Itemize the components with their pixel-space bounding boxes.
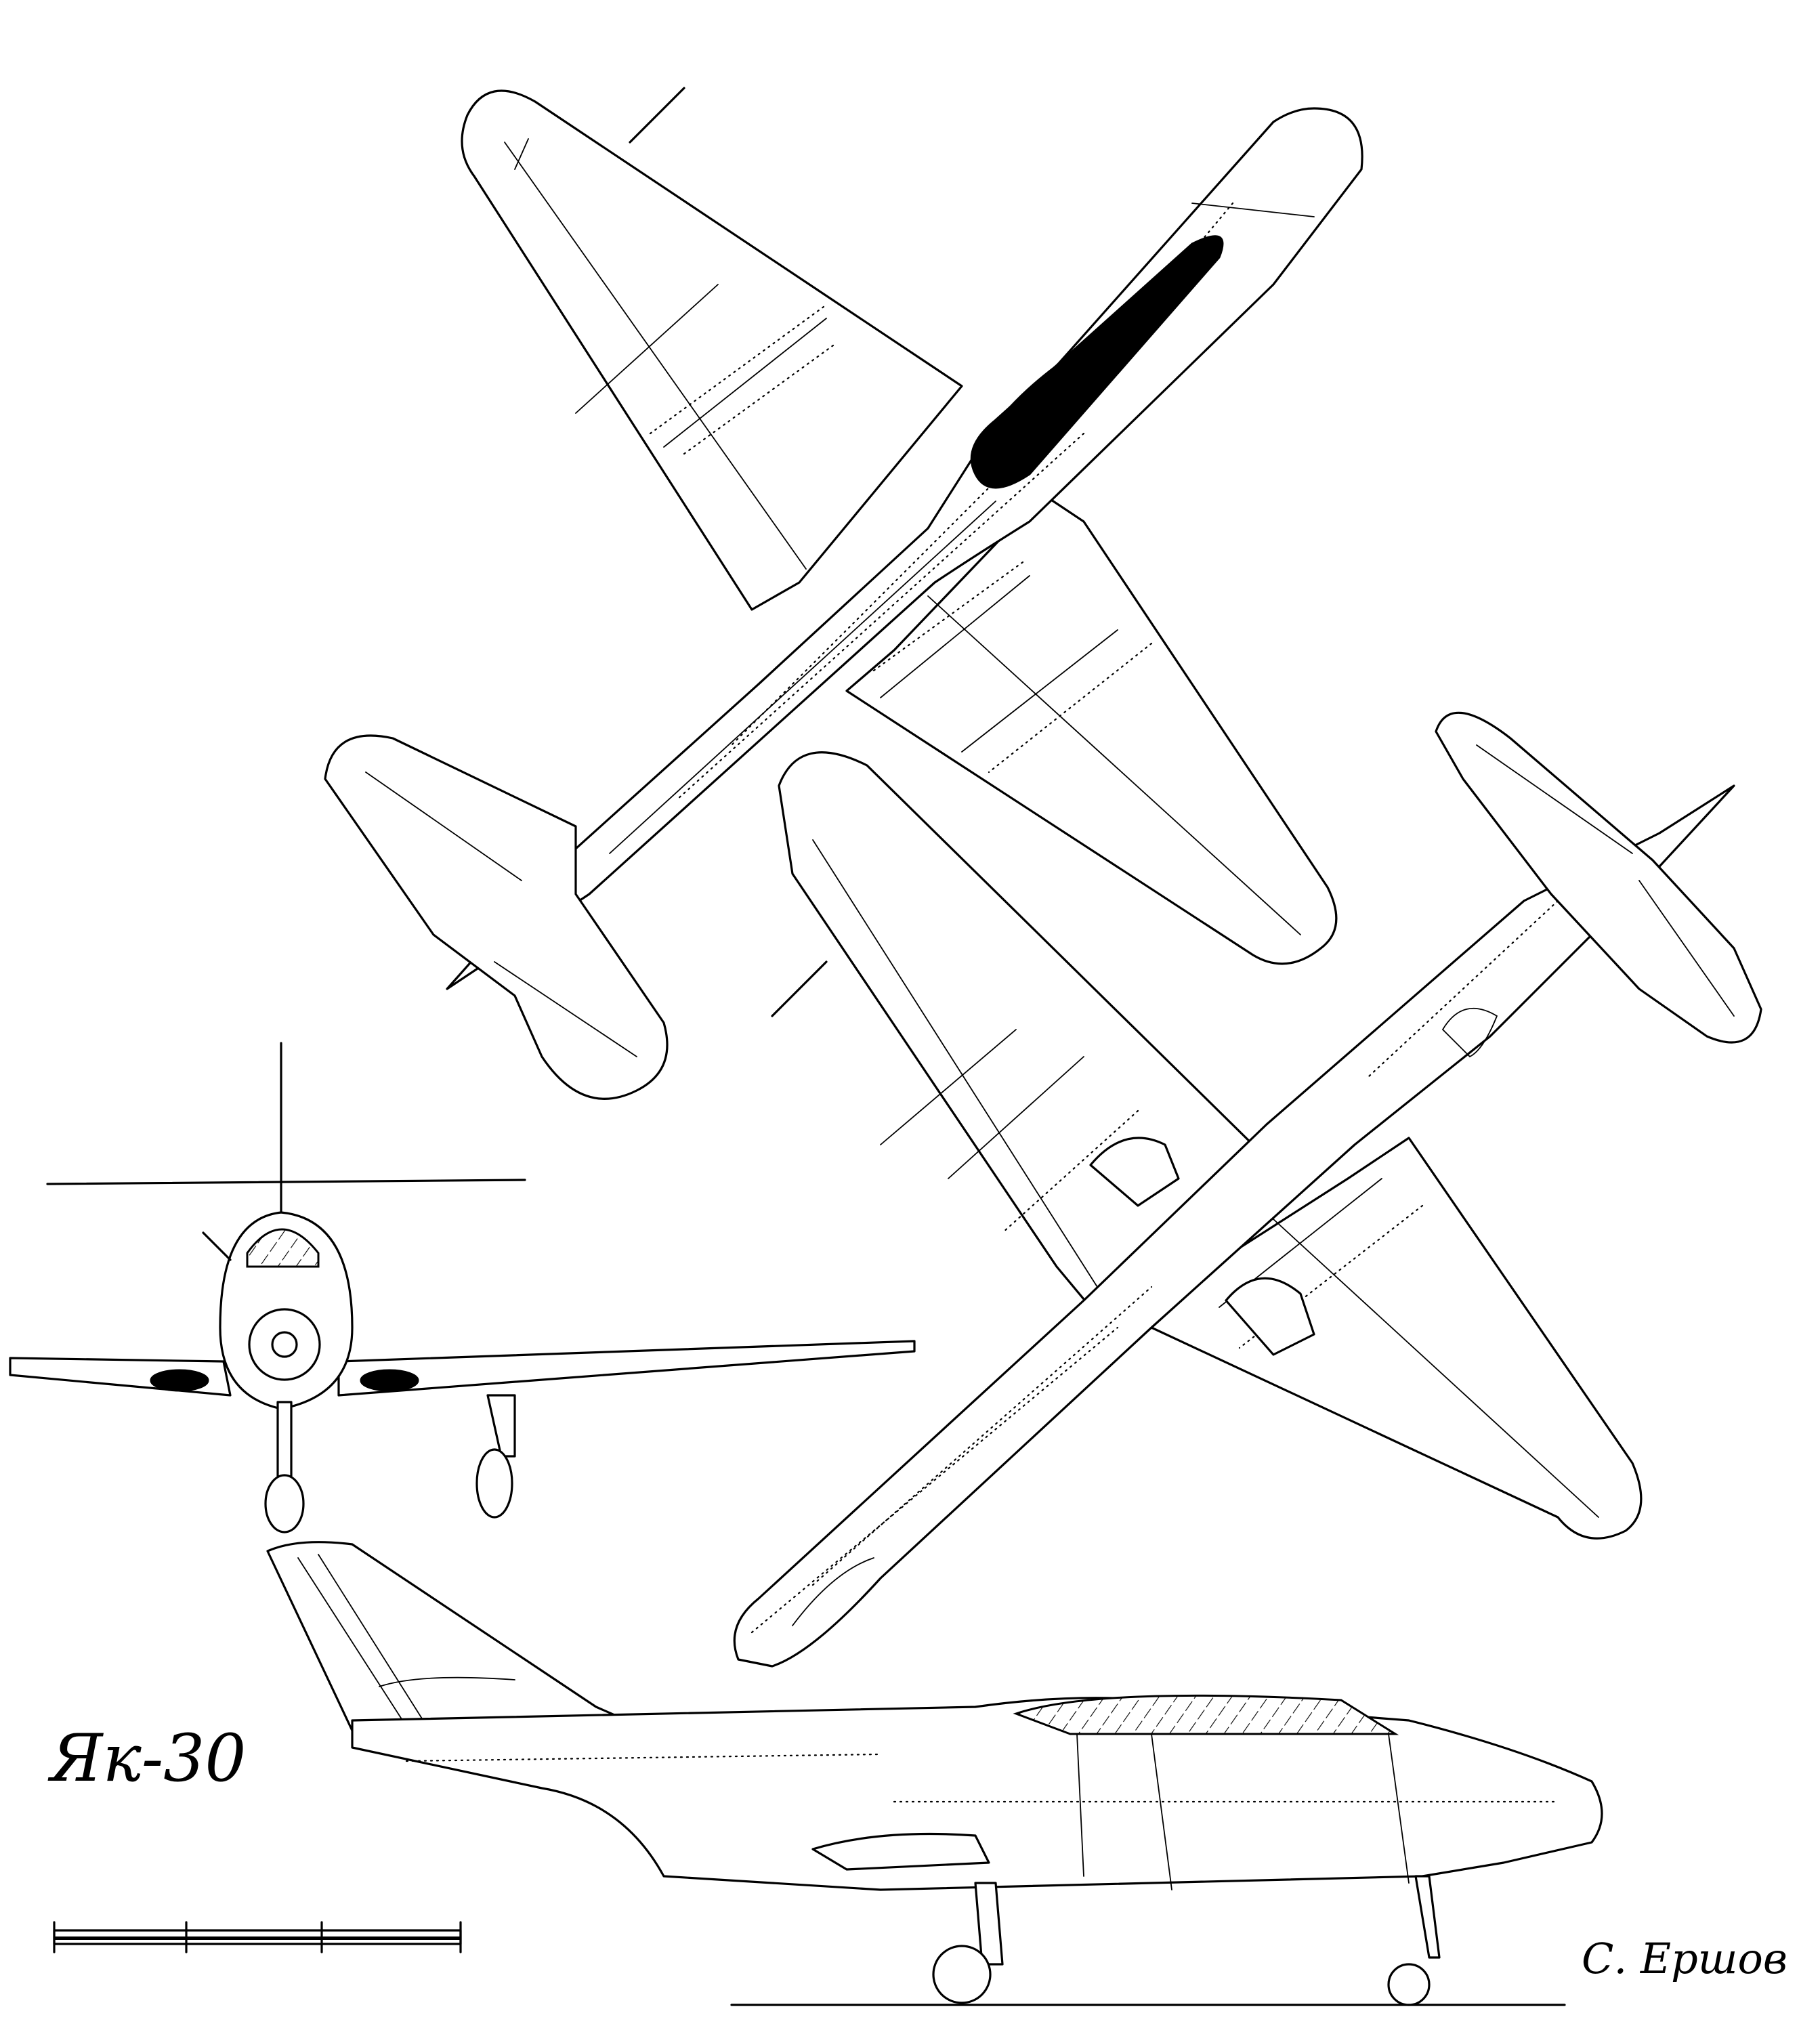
front-wing [10, 1341, 914, 1395]
scale-bar [54, 1922, 461, 1952]
aircraft-title: Як-30 [50, 1720, 247, 1796]
top-view-left-wing [462, 91, 962, 610]
side-canopy [1016, 1695, 1395, 1734]
bottom-left-gear-bay [1091, 1138, 1179, 1206]
pitot-probe [630, 88, 684, 142]
bottom-view-fuselage [734, 786, 1734, 1666]
bottom-view-left-wing [779, 753, 1314, 1328]
side-view [268, 1542, 1602, 2005]
front-main-gear [488, 1395, 515, 1456]
top-view [325, 88, 1362, 1099]
front-right-intake [361, 1370, 418, 1391]
front-view [10, 1043, 914, 1532]
bottom-view [734, 713, 1761, 1666]
bottom-view-right-wing [1151, 1138, 1641, 1538]
side-fin [268, 1542, 650, 1731]
side-main-gear [975, 1883, 1002, 1964]
front-canopy [247, 1229, 318, 1267]
top-view-right-wing [847, 494, 1336, 964]
top-view-tailplane [325, 736, 667, 1099]
top-view-cockpit-canopy [971, 236, 1223, 488]
side-fuselage [352, 1698, 1602, 1890]
author-signature: С. Ершов [1582, 1934, 1787, 1983]
front-nose-gear [278, 1402, 291, 1477]
bottom-view-tailplane [1436, 713, 1761, 1042]
bottom-right-gear-bay [1226, 1278, 1314, 1355]
side-nose-gear [1416, 1876, 1439, 1957]
front-left-intake [151, 1370, 208, 1391]
side-intake [813, 1834, 989, 1870]
bottom-pitot [772, 962, 826, 1016]
front-tailplane [47, 1180, 525, 1184]
